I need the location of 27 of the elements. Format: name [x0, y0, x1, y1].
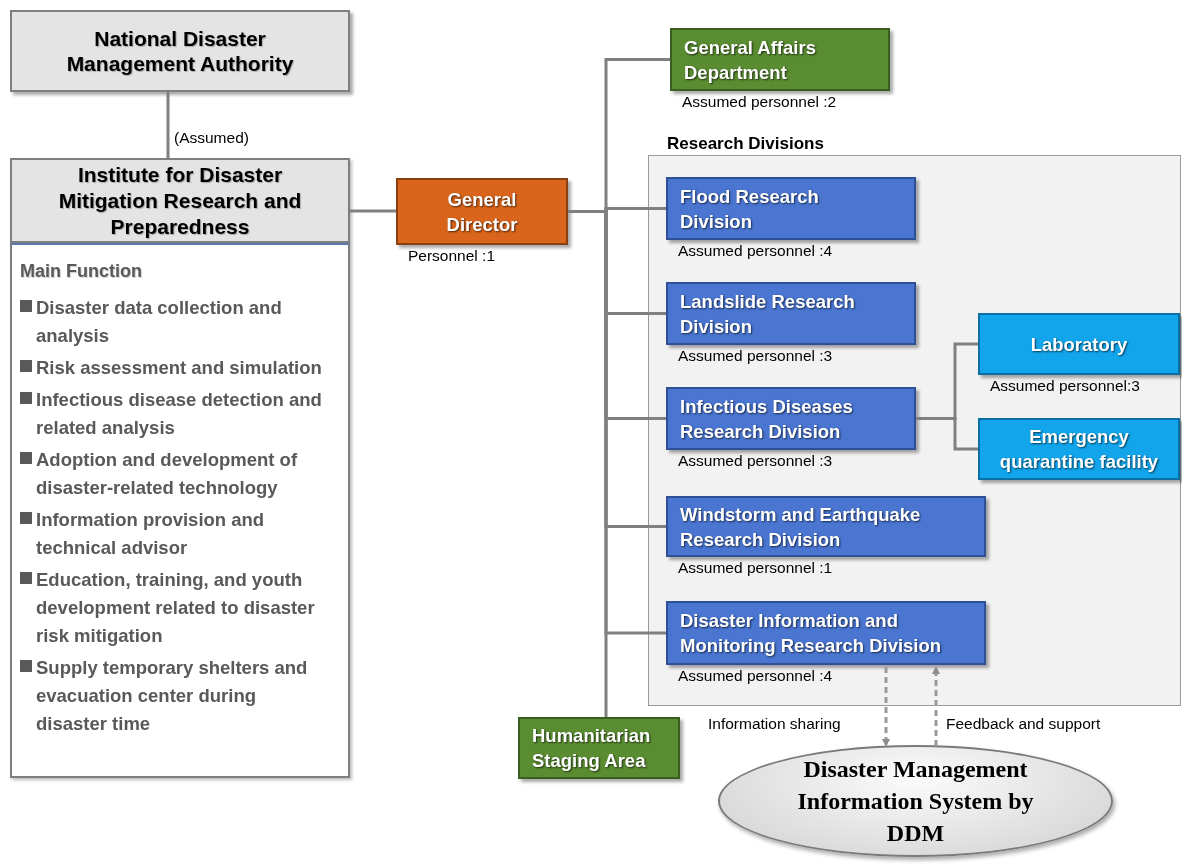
- function-item: Infectious disease detection and related analysis: [36, 388, 323, 440]
- function-item: Supply temporary shelters and evacuation center during disaster time: [36, 656, 309, 736]
- connector-line: [350, 209, 396, 213]
- arrow: [932, 666, 940, 746]
- group-heading: Research Divisions: [667, 133, 824, 155]
- personnel-note: Assumed personnel :1: [678, 558, 833, 578]
- system-ellipse: Disaster Management Information System by DDM: [718, 745, 1113, 857]
- personnel-note: Assumed personnel :3: [678, 451, 833, 471]
- function-item: Information provision and technical advisor: [36, 508, 266, 560]
- personnel-note: Assumed personnel :2: [682, 92, 837, 112]
- function-item: Disaster data collection and analysis: [36, 296, 283, 348]
- personnel-note: Personnel :1: [408, 246, 496, 266]
- department-box: Humanitarian Staging Area: [518, 717, 680, 779]
- org-box: National Disaster Management Authority: [10, 10, 350, 92]
- personnel-note: Assumed personnel :4: [678, 241, 833, 261]
- section-heading: Main Function: [20, 260, 143, 283]
- arrow: [882, 667, 890, 747]
- connector-line: [916, 417, 978, 451]
- function-item: Education, training, and youth development related to disaster risk mitigation: [36, 568, 316, 648]
- facility-box: Emergency quarantine facility: [978, 418, 1180, 480]
- connector-line: [166, 92, 170, 158]
- org-box: Institute for Disaster Mitigation Research and Preparedness: [10, 158, 350, 243]
- personnel-note: Assumed personnel:3: [990, 376, 1140, 396]
- function-item: Risk assessment and simulation: [36, 356, 322, 380]
- personnel-note: Assumed personnel :4: [678, 666, 833, 686]
- function-item: Adoption and development of disaster-related technology: [36, 448, 299, 500]
- personnel-note: Assumed personnel :3: [678, 346, 833, 366]
